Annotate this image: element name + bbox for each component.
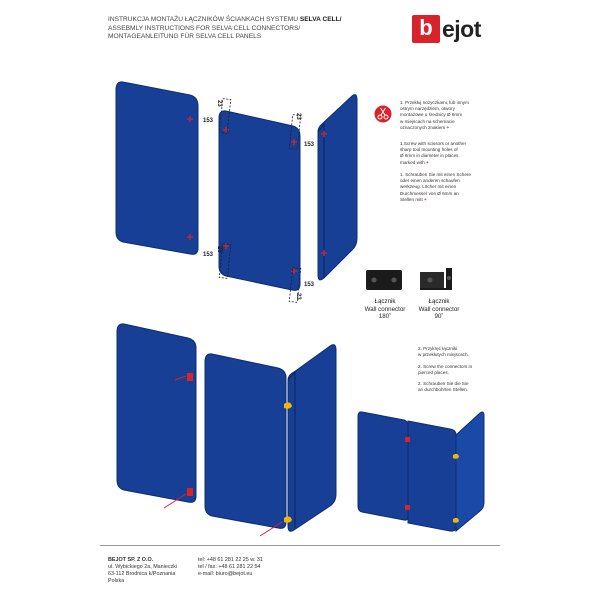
panel-bottom-middle bbox=[204, 353, 287, 529]
header-line-german: MONTAGEANLEITUNG FÜR SELVA CELL PANELS bbox=[108, 33, 262, 41]
dim-23-c: 23 bbox=[295, 113, 301, 120]
footer-divider bbox=[100, 545, 500, 546]
connector-90-label: Łącznik Wall connector 90˚ bbox=[418, 298, 460, 321]
logo-mark: b bbox=[412, 15, 440, 43]
dim-153-a: 153 bbox=[203, 118, 214, 124]
assembled-panel-middle bbox=[407, 420, 457, 532]
footer-address: BEJOT SP. Z O.O. ul. Wybickiego 2a, Mani… bbox=[108, 557, 178, 584]
assembled-panel-left bbox=[357, 411, 409, 521]
logo-text: ejot bbox=[442, 16, 481, 42]
pointer-arrow bbox=[174, 375, 187, 381]
connector-180-label: Łącznik Wall connector 180˚ bbox=[364, 298, 406, 321]
panel-top-middle bbox=[218, 110, 301, 291]
panel-bottom-left bbox=[116, 323, 197, 503]
hole-marks-top bbox=[187, 116, 327, 274]
assembled-panel-right bbox=[455, 411, 485, 533]
connector-outlines bbox=[218, 98, 302, 303]
connector-180-image bbox=[366, 270, 402, 290]
step2-text-english: 2. Screw the connectors in pierced place… bbox=[418, 364, 473, 376]
step2-text-polish: 2. Przykręć łączniki w przekłutych miejs… bbox=[418, 346, 469, 358]
scissors-icon bbox=[374, 105, 392, 123]
pointer-arrow bbox=[163, 493, 187, 509]
step1-text-english: 1.Screw with scissors or another sharp t… bbox=[400, 141, 467, 165]
header-line-polish: INSTRUKCJA MONTAŻU ŁĄCZNIKÓW ŚCIANKACH S… bbox=[108, 16, 342, 23]
connector-mark-red bbox=[187, 488, 193, 496]
panel-bottom-right bbox=[287, 344, 337, 532]
plus-mark: + bbox=[426, 159, 429, 165]
dim-153-b: 153 bbox=[203, 252, 214, 258]
step1-text-polish: 1. Przekłuj nożyczkami, lub innym ostrym… bbox=[400, 100, 469, 130]
dim-23-b: 23 bbox=[216, 246, 222, 253]
header-line-english: ASSEBMLY INSTRUCTIONS FOR SELVA CELL CON… bbox=[108, 24, 301, 32]
panel-top-right bbox=[317, 94, 358, 281]
bejot-logo: b ejot bbox=[412, 15, 490, 43]
header: INSTRUKCJA MONTAŻU ŁĄCZNIKÓW ŚCIANKACH S… bbox=[108, 16, 408, 42]
footer-email[interactable]: e-mail: biuro@bejot.eu bbox=[198, 571, 253, 577]
connector-mark-red bbox=[187, 373, 193, 381]
dim-153-c: 153 bbox=[304, 142, 315, 148]
dim-23-a: 23 bbox=[216, 100, 222, 107]
pointer-arrow bbox=[259, 521, 283, 537]
panel-top-left bbox=[115, 81, 199, 255]
plus-mark: + bbox=[446, 124, 450, 130]
dim-153-d: 153 bbox=[304, 282, 315, 288]
connector-90-yellow bbox=[284, 516, 292, 523]
footer-contact: tel: +48 61 281 22 25 w. 31 tel / fax: +… bbox=[198, 557, 308, 578]
connector-90-image bbox=[420, 268, 452, 290]
step2-text-german: 2. Schrauben Sie die Sie an durchbohrten… bbox=[418, 381, 469, 393]
connector-90-yellow bbox=[284, 402, 292, 409]
dim-23-d: 23 bbox=[295, 293, 301, 300]
plus-mark: + bbox=[424, 196, 427, 202]
step1-text-german: 1. Schrauben Sie mit einen Schere oder e… bbox=[400, 172, 471, 202]
